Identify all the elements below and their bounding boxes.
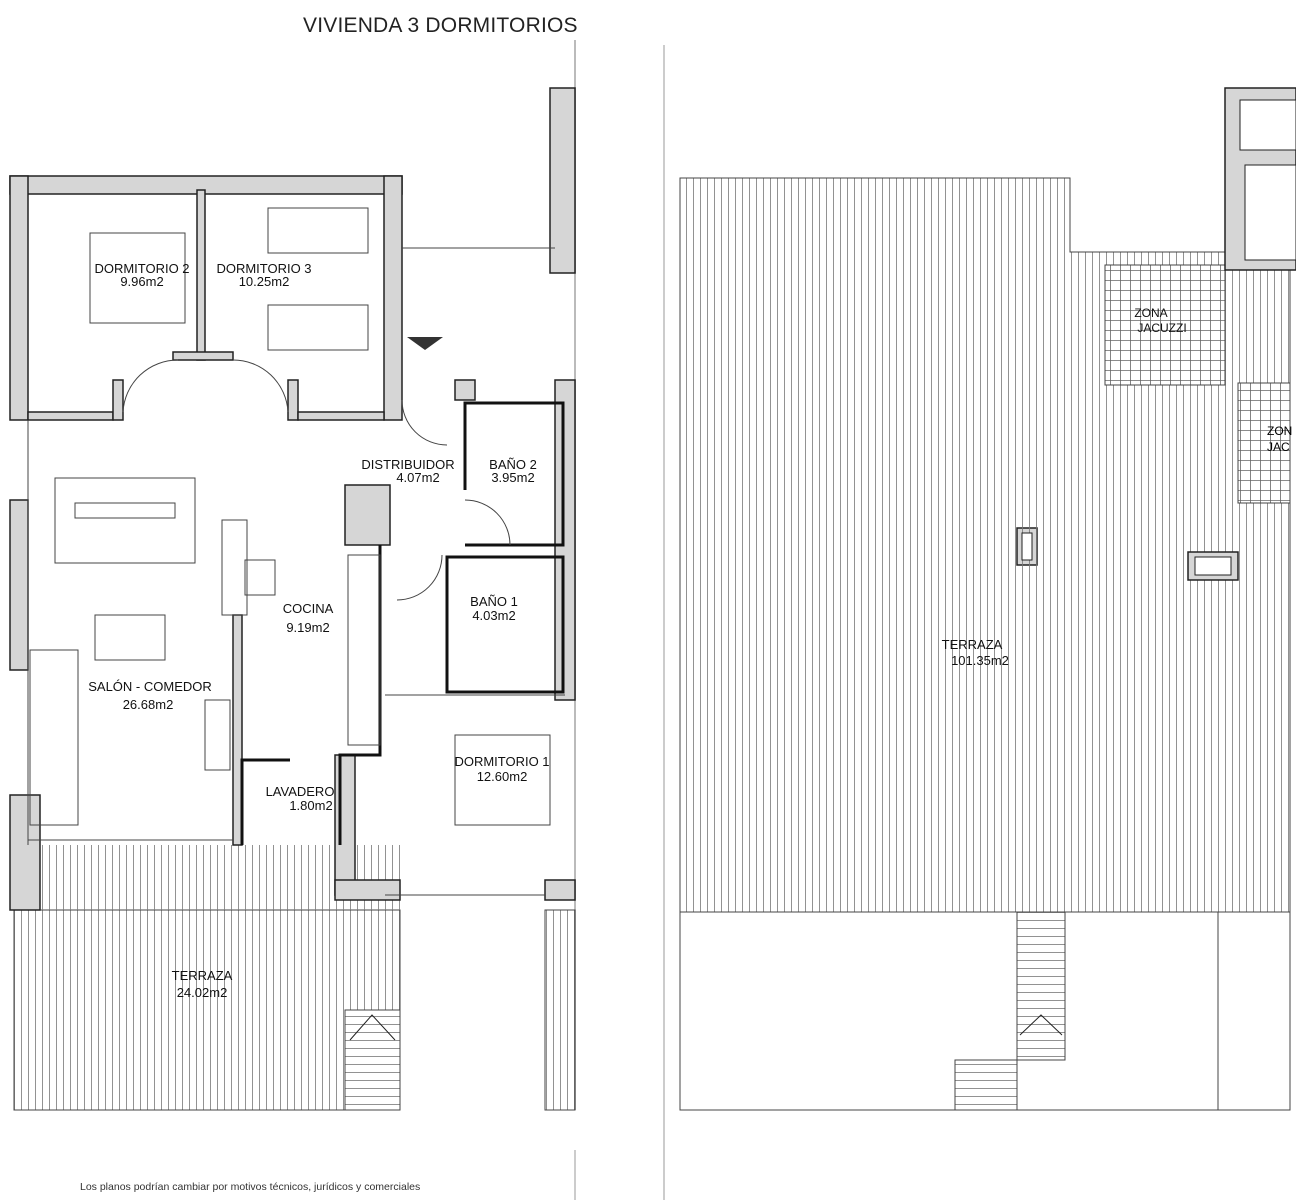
disclaimer-text: Los planos podrían cambiar por motivos t… xyxy=(80,1181,421,1193)
room-area: 26.68m2 xyxy=(123,697,174,712)
plan-title: VIVIENDA 3 DORMITORIOS xyxy=(303,14,578,37)
stairs xyxy=(1016,911,1066,1061)
room-area: 4.07m2 xyxy=(396,470,439,485)
wall xyxy=(549,87,576,274)
zone-name: JAC xyxy=(1267,440,1290,454)
room-area: 24.02m2 xyxy=(177,985,228,1000)
room-name: BAÑO 2 xyxy=(489,457,537,472)
room-name: SALÓN - COMEDOR xyxy=(88,679,212,694)
room-name: LAVADERO xyxy=(266,784,335,799)
jacuzzi-zone xyxy=(1237,382,1291,504)
room-name: BAÑO 1 xyxy=(470,594,518,609)
room-area: 9.96m2 xyxy=(120,274,163,289)
room-area: 10.25m2 xyxy=(239,274,290,289)
terrace-hatch xyxy=(13,909,401,1111)
right-plan xyxy=(679,87,1296,1111)
zone-name: JACUZZI xyxy=(1137,321,1186,335)
entrance-arrow-icon xyxy=(407,337,443,350)
zone-name: ZONA xyxy=(1134,306,1167,320)
room-labels: DORMITORIO 2 9.96m2 DORMITORIO 3 10.25m2… xyxy=(88,261,1292,1000)
stairs xyxy=(344,1009,401,1111)
room-name: DORMITORIO 2 xyxy=(94,261,189,276)
room-area: 1.80m2 xyxy=(289,798,332,813)
room-area: 4.03m2 xyxy=(472,608,515,623)
room-area: 3.95m2 xyxy=(491,470,534,485)
room-name: TERRAZA xyxy=(172,968,233,983)
stairs xyxy=(954,1059,1018,1111)
room-name: DORMITORIO 3 xyxy=(216,261,311,276)
jacuzzi-zone xyxy=(1104,264,1226,386)
room-area: 101.35m2 xyxy=(951,653,1009,668)
zone-name: ZON xyxy=(1267,424,1292,438)
room-name: DISTRIBUIDOR xyxy=(361,457,454,472)
room-area: 12.60m2 xyxy=(477,769,528,784)
room-name: COCINA xyxy=(283,601,334,616)
room-name: DORMITORIO 1 xyxy=(454,754,549,769)
room-name: TERRAZA xyxy=(942,637,1003,652)
left-plan xyxy=(9,87,1038,1111)
room-area: 9.19m2 xyxy=(286,620,329,635)
